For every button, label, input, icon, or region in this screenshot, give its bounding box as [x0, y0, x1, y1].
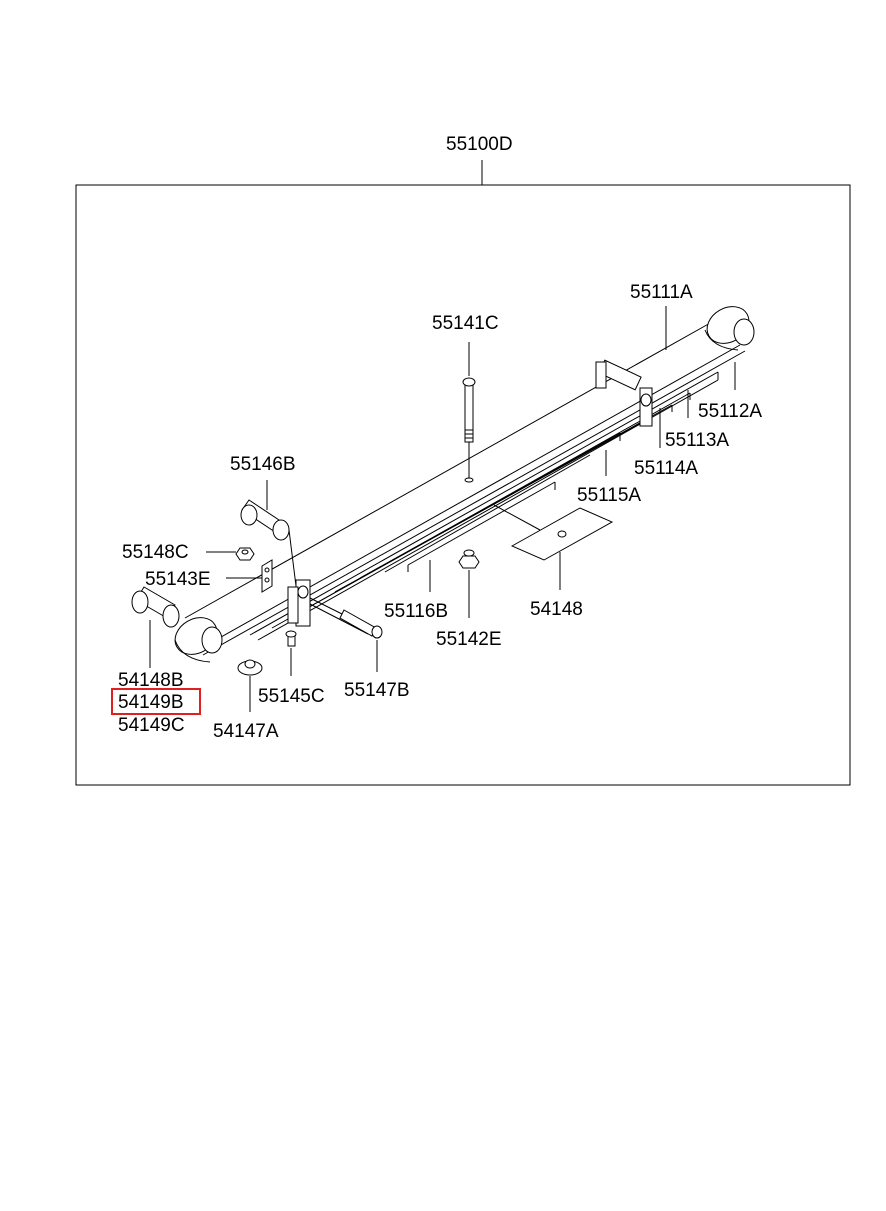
assembly-label[interactable]: 55100D — [446, 134, 513, 155]
callout-55113A[interactable]: 55113A — [665, 430, 729, 451]
callout-55148C[interactable]: 55148C — [122, 542, 189, 563]
callout-55111A[interactable]: 55111A — [630, 282, 693, 303]
callout-55114A[interactable]: 55114A — [634, 458, 698, 479]
callout-55115A[interactable]: 55115A — [577, 485, 641, 506]
callout-55146B[interactable]: 55146B — [230, 454, 296, 475]
callout-55145C[interactable]: 55145C — [258, 686, 325, 707]
leaf-spring-drawing — [131, 306, 755, 676]
callout-55143E[interactable]: 55143E — [145, 569, 211, 590]
selected-part-highlight — [111, 688, 201, 715]
callout-55116B[interactable]: 55116B — [384, 601, 448, 622]
callout-54148B[interactable]: 54148B — [118, 670, 184, 691]
callout-55147B[interactable]: 55147B — [344, 680, 410, 701]
callout-54149B[interactable]: 54149B — [118, 692, 184, 713]
callout-55141C[interactable]: 55141C — [432, 313, 499, 334]
callout-54149C[interactable]: 54149C — [118, 715, 185, 736]
callout-55142E[interactable]: 55142E — [436, 629, 502, 650]
callout-54148[interactable]: 54148 — [530, 599, 583, 620]
callout-labels: 55111A 55141C 55112A 55113A 55114A 55115… — [111, 282, 762, 742]
callout-54147A[interactable]: 54147A — [213, 721, 279, 742]
leader-lines — [149, 306, 736, 712]
callout-55112A[interactable]: 55112A — [698, 401, 762, 422]
assembly-frame — [75, 184, 851, 786]
